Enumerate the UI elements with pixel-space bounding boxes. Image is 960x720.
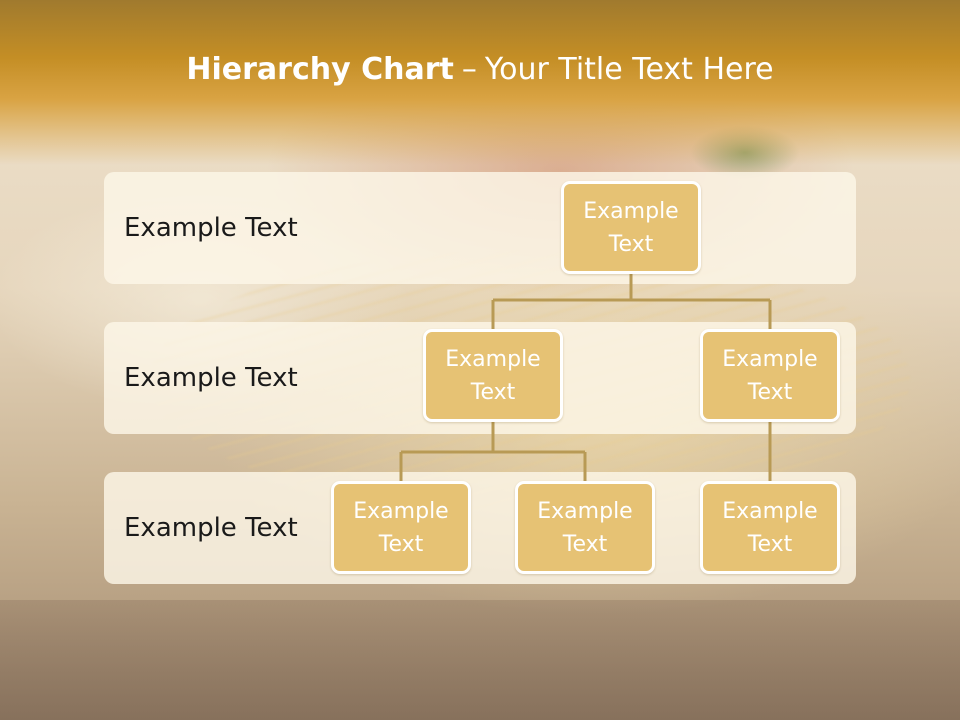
node-level3-c[interactable]: Example Text [700, 481, 840, 574]
background-table [0, 600, 960, 720]
node-root-label: Example Text [583, 198, 679, 257]
node-level3-b-label: Example Text [537, 498, 633, 557]
node-level2-left[interactable]: Example Text [423, 329, 563, 422]
level-label-3: Example Text [124, 513, 298, 543]
node-level2-right[interactable]: Example Text [700, 329, 840, 422]
connector-left [399, 422, 587, 481]
node-level2-left-label: Example Text [445, 346, 541, 405]
level-label-2: Example Text [124, 363, 298, 393]
node-level3-b[interactable]: Example Text [515, 481, 655, 574]
title-rest: Your Title Text Here [484, 52, 774, 87]
node-level3-c-label: Example Text [722, 498, 818, 557]
connector-root [491, 274, 772, 329]
title-bold: Hierarchy Chart [186, 52, 454, 87]
slide-title: Hierarchy Chart–Your Title Text Here [0, 52, 960, 87]
title-separator: – [461, 52, 477, 87]
node-root[interactable]: Example Text [561, 181, 701, 274]
node-level3-a-label: Example Text [353, 498, 449, 557]
node-level2-right-label: Example Text [722, 346, 818, 405]
node-level3-a[interactable]: Example Text [331, 481, 471, 574]
level-band-1: Example Text [104, 172, 856, 284]
level-label-1: Example Text [124, 213, 298, 243]
title-band: Hierarchy Chart–Your Title Text Here [0, 0, 960, 165]
